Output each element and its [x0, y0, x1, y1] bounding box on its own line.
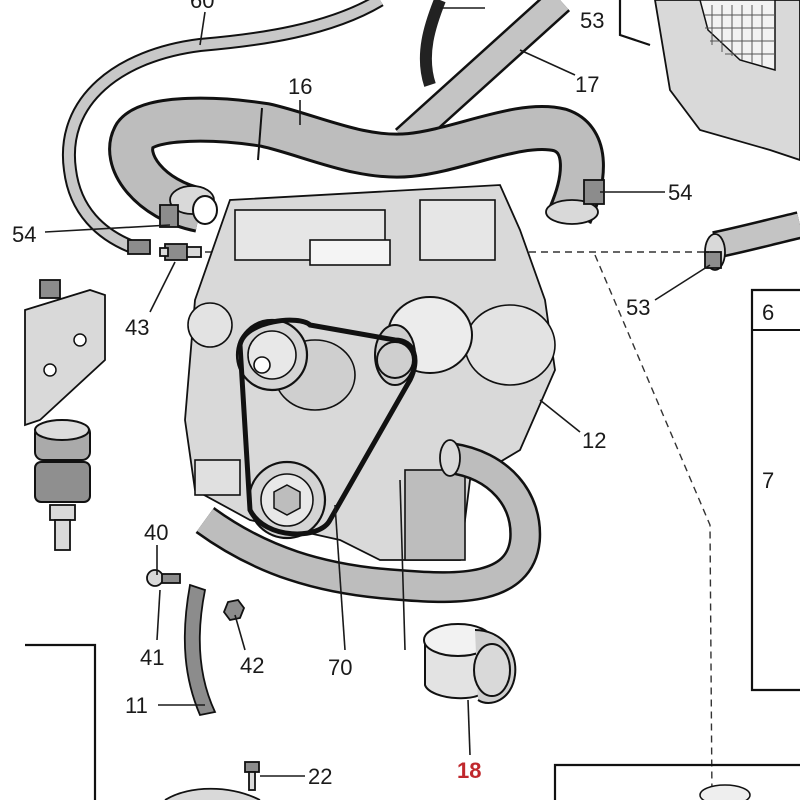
screw-22 [244, 761, 260, 791]
strap-11 [183, 583, 217, 717]
callout-40: 40 [144, 520, 168, 545]
leader-lines [44, 7, 711, 777]
callout-12: 12 [582, 428, 606, 453]
callout-54-left: 54 [12, 222, 36, 247]
callout-16: 16 [288, 74, 312, 99]
hose-upper-dark [419, 0, 446, 87]
callout-70: 70 [328, 655, 352, 680]
pipe-17 [394, 0, 571, 152]
bolt-40-washer-41 [146, 569, 181, 587]
hose-60 [61, 0, 384, 255]
drive-belt-70 [237, 317, 418, 537]
callout-17: 17 [575, 72, 599, 97]
rubber-mount [34, 419, 91, 551]
partial-part-bottom [164, 784, 751, 800]
callout-53-top: 53 [580, 8, 604, 33]
clamp-54-left [159, 185, 218, 228]
callout-7: 7 [762, 468, 774, 493]
engine-mount-bracket [24, 279, 106, 427]
callout-22: 22 [308, 764, 332, 789]
frame-box-bottom-right [553, 763, 800, 800]
callout-43: 43 [125, 315, 149, 340]
frame-box-left-bottom [25, 643, 97, 800]
callout-60: 60 [190, 0, 214, 13]
oil-filter-18 [423, 623, 517, 704]
callout-42: 42 [240, 653, 264, 678]
frame-box-right [750, 288, 800, 692]
nut-42 [222, 599, 246, 621]
hose-53-right [704, 211, 800, 271]
callout-11: 11 [125, 693, 148, 718]
clamp-54-right [545, 179, 605, 225]
hose-lower [195, 439, 542, 604]
pulley-alternator [376, 341, 414, 379]
hose-16 [108, 96, 605, 233]
pulley-water-pump [235, 318, 309, 392]
callout-labels: 60 53 17 16 54 54 53 43 12 6 7 40 41 42 … [12, 0, 774, 789]
callout-18: 18 [457, 758, 481, 783]
callout-54-right: 54 [668, 180, 692, 205]
callout-41: 41 [140, 645, 164, 670]
callout-6: 6 [762, 300, 774, 325]
sensor-43 [159, 243, 202, 261]
pulley-crankshaft [247, 460, 327, 540]
callout-53-right: 53 [626, 295, 650, 320]
radiator [618, 0, 800, 161]
